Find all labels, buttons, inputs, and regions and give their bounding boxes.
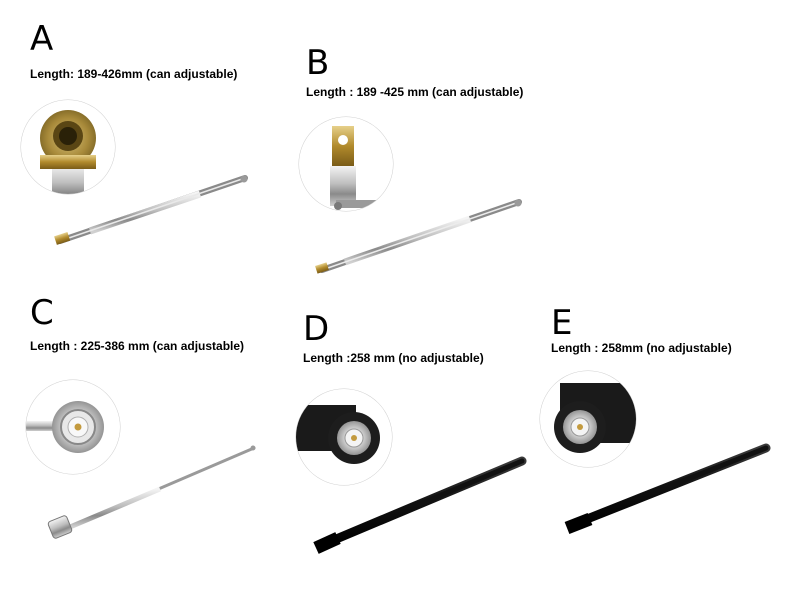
antenna-c-closeup [25, 379, 121, 475]
label-e: E [551, 303, 573, 343]
caption-c: Length : 225-386 mm (can adjustable) [30, 339, 245, 353]
caption-a: Length: 189-426mm (can adjustable) [30, 67, 238, 81]
antenna-a-closeup [20, 99, 116, 195]
label-b: B [306, 43, 330, 83]
antenna-a-telescopic [54, 175, 248, 245]
antenna-c-telescopic [47, 445, 256, 539]
label-c: C [30, 293, 54, 333]
label-a: A [30, 19, 54, 59]
antenna-e-rubber [564, 443, 771, 535]
antenna-e-closeup [539, 370, 637, 468]
caption-e: Length : 258mm (no adjustable) [551, 341, 732, 355]
caption-d: Length :258 mm (no adjustable) [303, 351, 484, 365]
antenna-d-rubber [313, 456, 527, 554]
antenna-b-closeup [298, 116, 394, 212]
label-d: D [303, 309, 330, 349]
antenna-d-closeup [295, 388, 393, 486]
antenna-b-telescopic [315, 199, 522, 274]
caption-b: Length : 189 -425 mm (can adjustable) [306, 85, 524, 99]
